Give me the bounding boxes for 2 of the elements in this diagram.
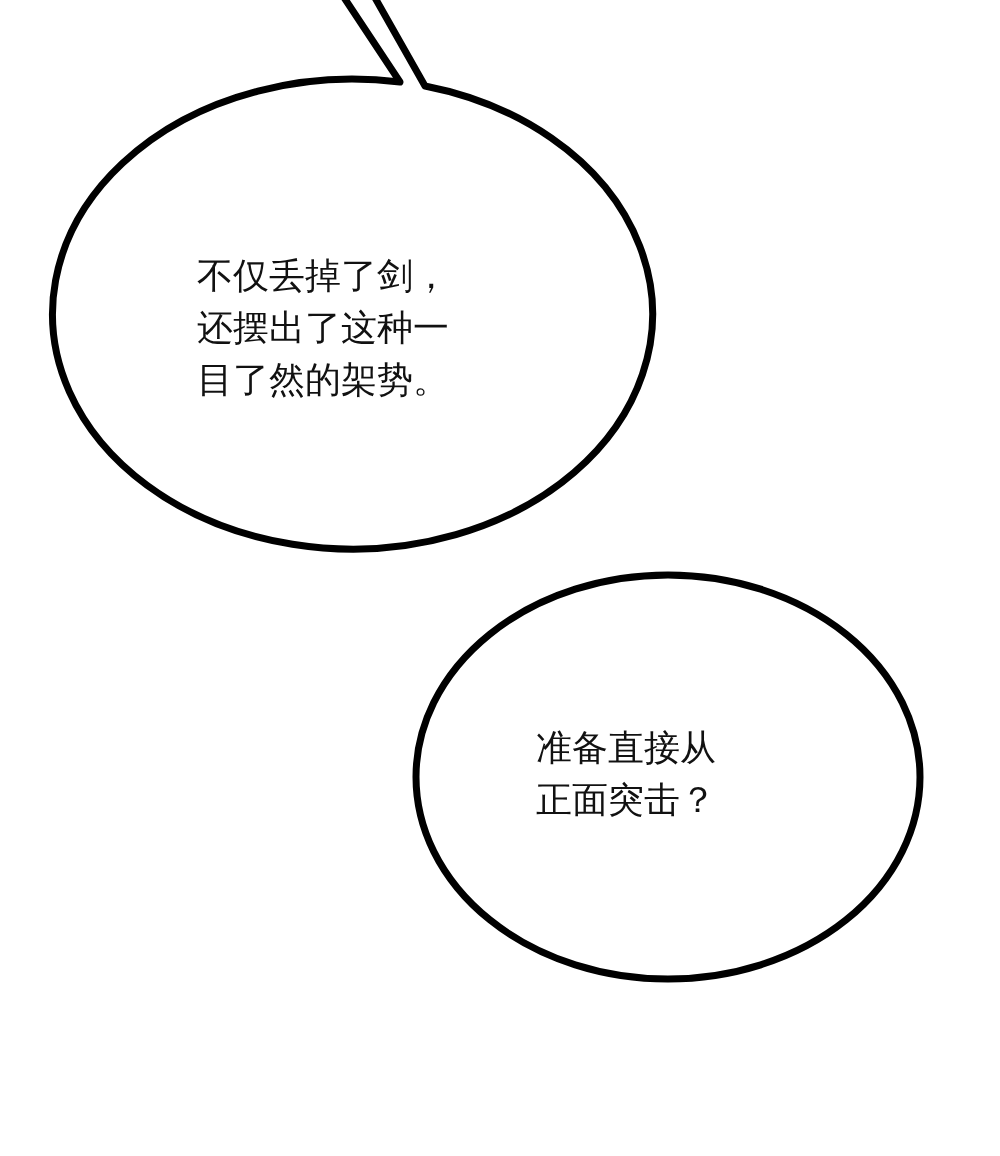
dialogue-text: 不仅丢掉了剑，还摆出了这种一目了然的架势。 [197, 254, 450, 402]
dialogue-text: 准备直接从正面突击？ [536, 726, 717, 822]
